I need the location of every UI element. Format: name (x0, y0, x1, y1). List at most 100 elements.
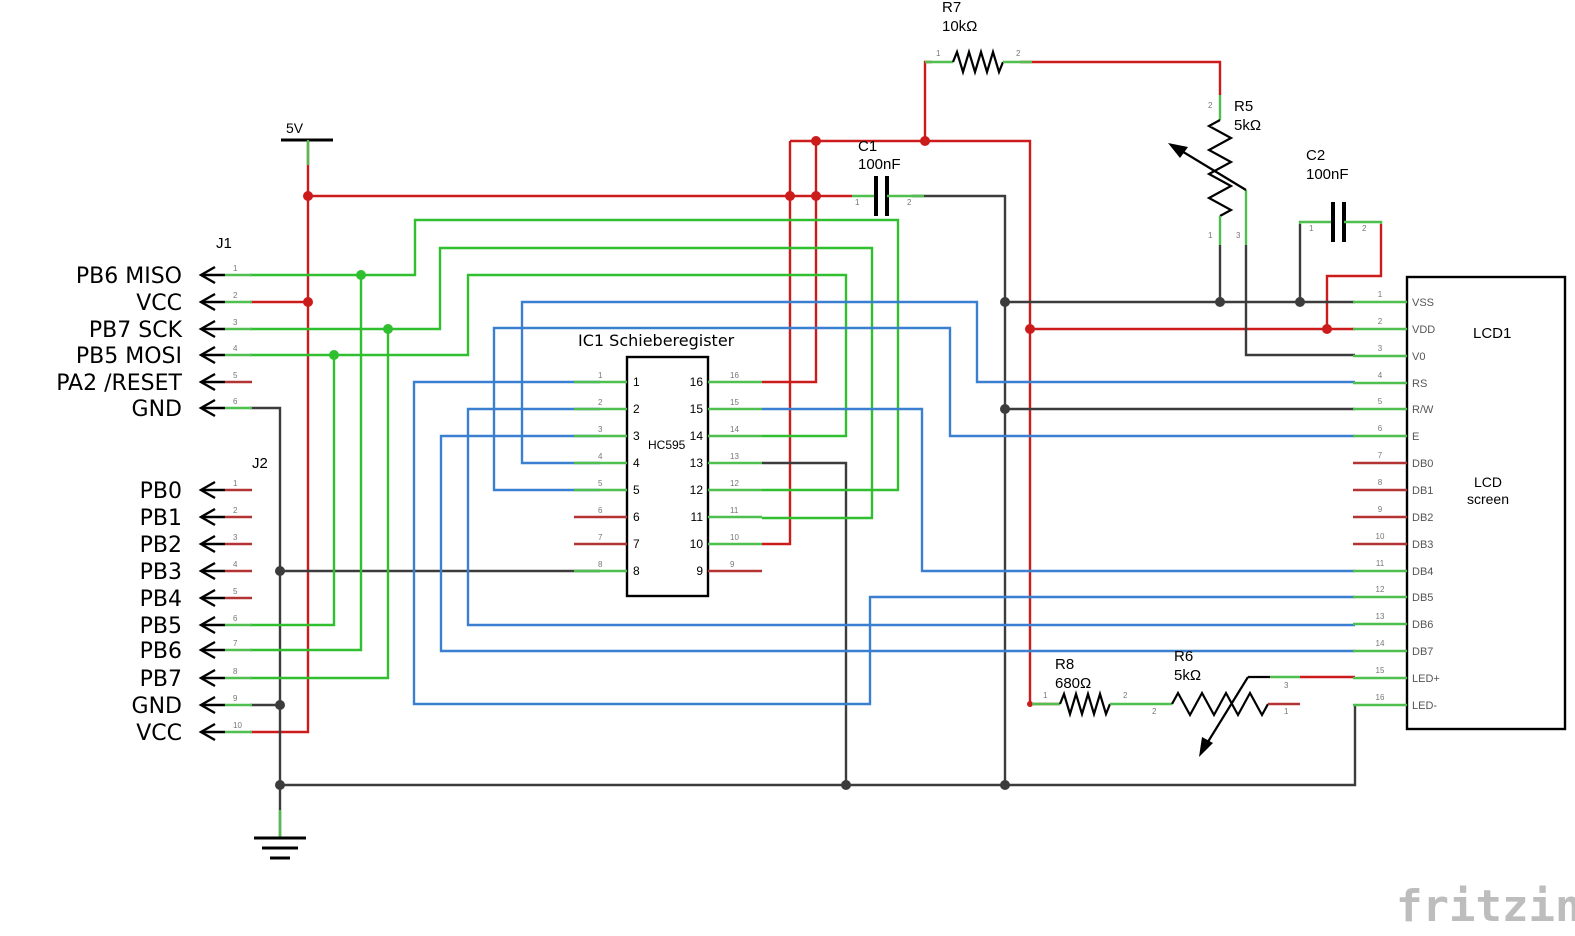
svg-text:1: 1 (855, 198, 860, 207)
capacitor-c1[interactable]: C1 100nF 1 2 (852, 138, 924, 216)
wire-hc-q1-db5[interactable] (412, 380, 1355, 706)
lcd-pin-5[interactable]: 5R/W (1353, 397, 1434, 416)
potentiometer-r5[interactable]: R5 5kΩ 2 1 3 (1168, 95, 1261, 245)
connector-j2[interactable]: J2 1PB02PB13PB24PB35PB46PB57PB68PB79GND1… (132, 455, 268, 746)
wire-miso[interactable] (250, 218, 900, 492)
pin-label: DB6 (1412, 619, 1433, 631)
pin-number: 16 (690, 375, 704, 389)
pin-number-outer: 14 (730, 425, 739, 434)
wire-hc-q5-e[interactable] (492, 326, 1355, 492)
pin-label: GND (132, 397, 182, 422)
wire-hc-srclr[interactable] (762, 141, 792, 546)
potentiometer-r6[interactable]: R6 5kΩ 3 1 2 (1152, 648, 1300, 757)
power-symbol-5v[interactable]: 5V (281, 120, 333, 165)
wire-gnd-left[interactable] (250, 406, 282, 838)
pin-label: E (1412, 431, 1419, 443)
capacitor-c2[interactable]: C2 100nF 1 2 (1298, 147, 1383, 242)
lcd-display[interactable]: LCD1 LCD screen 1VSS2VDD3V04RS5R/W6E7DB0… (1353, 275, 1567, 731)
resistor-r7[interactable]: R7 10kΩ 1 2 (925, 0, 1032, 76)
wire-mosi[interactable] (250, 273, 848, 438)
wire-hc-13[interactable] (762, 461, 848, 785)
lcd-pin-3[interactable]: 3V0 (1353, 344, 1425, 363)
wire-pb5[interactable] (250, 355, 336, 627)
wire-gnd-bus[interactable] (280, 704, 1357, 787)
lcd-pin-6[interactable]: 6E (1353, 424, 1419, 443)
pin-number: 12 (1376, 585, 1385, 594)
wire-hc-q4-rs[interactable] (520, 300, 1355, 465)
wire-vdd-c2[interactable] (1325, 224, 1383, 329)
pin-label: GND (132, 694, 182, 719)
wire-hc-q2-db6[interactable] (466, 407, 1355, 627)
wire-hc-vcc[interactable] (762, 141, 818, 384)
wire-pb7[interactable] (250, 329, 390, 680)
wire-hc-q15-db4[interactable] (762, 407, 1355, 573)
pin-number: 4 (633, 456, 640, 470)
pin-label: VCC (136, 721, 182, 746)
resistor-r8[interactable]: R8 680Ω 1 2 (1032, 656, 1172, 718)
pin-number: 11 (691, 510, 704, 524)
wire-hc-q3-db7[interactable] (439, 434, 1355, 653)
wire-5v-main[interactable] (250, 140, 310, 734)
wire-vdd-top[interactable] (790, 139, 1060, 706)
ic1-pin-9[interactable]: 99 (696, 560, 762, 578)
junction (275, 566, 285, 576)
wire-sck[interactable] (250, 246, 874, 520)
pin-number-outer: 3 (598, 425, 603, 434)
ground-symbol[interactable] (254, 810, 306, 860)
wire-v0[interactable] (1244, 245, 1355, 357)
lcd-pin-4[interactable]: 4RS (1353, 371, 1427, 390)
wire-c1-gnd[interactable] (912, 194, 1007, 785)
pin-number: 13 (1376, 612, 1385, 621)
svg-text:3: 3 (1236, 231, 1241, 240)
svg-text:1: 1 (1284, 707, 1289, 716)
wire-r7-r5[interactable] (1020, 60, 1222, 95)
wire-pb6[interactable] (250, 275, 363, 652)
wire-r7-up[interactable] (923, 60, 932, 141)
